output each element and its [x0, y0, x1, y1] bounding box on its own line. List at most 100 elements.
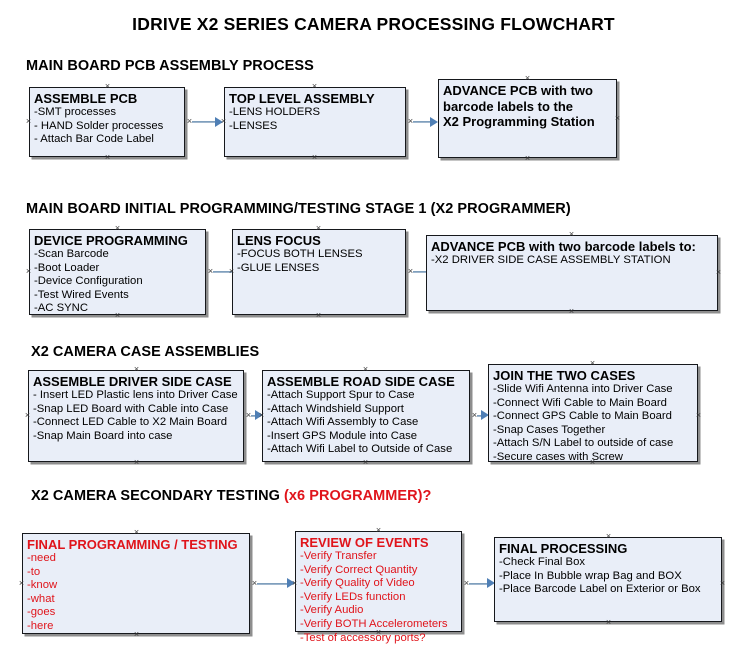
box-final-programming-testing[interactable]: FINAL PROGRAMMING / TESTING -need -to -k… [22, 533, 250, 634]
connection-handle[interactable] [375, 527, 382, 534]
box-assemble-pcb[interactable]: ASSEMBLE PCB -SMT processes - HAND Solde… [29, 87, 185, 157]
connection-handle[interactable] [362, 459, 369, 466]
box-line: -Snap Cases Together [493, 423, 606, 436]
connection-handle[interactable] [220, 118, 227, 125]
connection-handle[interactable] [24, 412, 31, 419]
connector-arrow [430, 117, 438, 127]
box-line: ADVANCE PCB with two [443, 83, 593, 98]
box-line: -goes [27, 606, 56, 619]
section-title-main-board-pcb-assembly: MAIN BOARD PCB ASSEMBLY PROCESS [26, 58, 314, 74]
section-title-text: MAIN BOARD PCB ASSEMBLY PROCESS [26, 58, 314, 74]
box-line: -Verify Quality of Video [300, 577, 415, 590]
box-line: -Check Final Box [499, 556, 586, 568]
box-line: -Connect LED Cable to X2 Main Board [33, 416, 228, 429]
box-line: -Verify BOTH Accelerometers [300, 617, 448, 630]
box-line: -Test of accessory ports? [300, 631, 426, 644]
box-heading: LENS FOCUS [237, 233, 321, 248]
connector-arrow [481, 410, 489, 420]
connection-handle[interactable] [315, 312, 322, 319]
connection-handle[interactable] [311, 154, 318, 161]
box-line: -Verify Correct Quantity [300, 563, 418, 576]
connection-handle[interactable] [258, 412, 265, 419]
box-line: -SMT processes [34, 106, 117, 118]
connection-handle[interactable] [114, 312, 121, 319]
connection-handle[interactable] [25, 268, 32, 275]
document-title: IDRIVE X2 SERIES CAMERA PROCESSING FLOWC… [132, 14, 615, 34]
box-line: -know [27, 579, 58, 592]
box-line: -Attach Windshield Support [267, 402, 404, 415]
box-heading: JOIN THE TWO CASES [493, 368, 636, 383]
connector-top-level-to-advance-pcb [413, 121, 434, 123]
box-heading: FINAL PROCESSING [499, 541, 628, 556]
box-final-processing[interactable]: FINAL PROCESSING -Check Final Box -Place… [494, 537, 722, 622]
box-top-level-assembly[interactable]: TOP LEVEL ASSEMBLY -LENS HOLDERS -LENSES [224, 87, 406, 157]
connector-assemble-pcb-to-top-level [192, 121, 219, 123]
box-line: - Attach Bar Code Label [34, 133, 154, 146]
connection-handle[interactable] [614, 115, 621, 122]
connection-handle[interactable] [375, 629, 382, 636]
connection-handle[interactable] [605, 619, 612, 626]
box-line: -GLUE LENSES [237, 261, 320, 274]
connection-handle[interactable] [133, 366, 140, 373]
box-line: - Insert LED Plastic lens into Driver Ca… [33, 389, 238, 401]
connection-handle[interactable] [104, 154, 111, 161]
box-line: -Snap LED Board with Cable into Case [33, 402, 229, 415]
connection-handle[interactable] [228, 268, 235, 275]
box-review-of-events[interactable]: REVIEW OF EVENTS -Verify Transfer -Verif… [295, 531, 462, 644]
connection-handle[interactable] [715, 269, 722, 276]
connection-handle[interactable] [311, 83, 318, 90]
section-title-main-board-initial-programming: MAIN BOARD INITIAL PROGRAMMING/TESTING S… [26, 201, 571, 217]
box-line: -LENS HOLDERS [229, 106, 321, 118]
connection-handle[interactable] [133, 631, 140, 638]
box-heading: REVIEW OF EVENTS [300, 535, 429, 550]
box-line: -Scan Barcode [34, 248, 109, 260]
connection-handle[interactable] [18, 580, 25, 587]
connection-handle[interactable] [568, 231, 575, 238]
connection-handle[interactable] [133, 459, 140, 466]
connector-final-programming-to-review-events [257, 583, 290, 585]
box-join-the-two-cases[interactable]: JOIN THE TWO CASES -Slide Wifi Antenna i… [488, 364, 698, 463]
box-line: -Snap Main Board into case [33, 429, 173, 442]
box-line: -FOCUS BOTH LENSES [237, 248, 363, 260]
connection-handle[interactable] [524, 75, 531, 82]
connection-handle[interactable] [695, 412, 702, 419]
connection-handle[interactable] [315, 225, 322, 232]
connection-handle[interactable] [291, 580, 298, 587]
box-line: -here [27, 619, 54, 632]
box-line: -Verify Audio [300, 604, 364, 617]
box-line: -Verify LEDs function [300, 590, 406, 603]
box-lens-focus[interactable]: LENS FOCUS -FOCUS BOTH LENSES -GLUE LENS… [232, 229, 406, 315]
box-line: -Attach Wifi Label to Outside of Case [267, 443, 453, 456]
connector-arrow [487, 578, 495, 588]
connection-handle[interactable] [719, 580, 726, 587]
section-title-x2-camera-case-assemblies: X2 CAMERA CASE ASSEMBLIES [31, 344, 259, 360]
connection-handle[interactable] [524, 155, 531, 162]
connection-handle[interactable] [589, 459, 596, 466]
connection-handle[interactable] [133, 529, 140, 536]
box-device-programming[interactable]: DEVICE PROGRAMMING -Scan Barcode -Boot L… [29, 229, 206, 315]
box-heading: ASSEMBLE ROAD SIDE CASE [267, 374, 455, 389]
box-line: X2 Programming Station [443, 114, 595, 130]
connection-handle[interactable] [568, 308, 575, 315]
connection-handle[interactable] [589, 360, 596, 367]
section-title-x2-camera-secondary-testing: X2 CAMERA SECONDARY TESTING (x6 PROGRAMM… [31, 488, 431, 504]
connector-review-events-to-final-processing [469, 583, 491, 585]
box-assemble-driver-side-case[interactable]: ASSEMBLE DRIVER SIDE CASE - Insert LED P… [28, 370, 244, 462]
connector-arrow [215, 117, 223, 127]
box-heading: ASSEMBLE PCB [34, 91, 138, 106]
box-line: -Slide Wifi Antenna into Driver Case [493, 383, 673, 395]
connection-handle[interactable] [605, 533, 612, 540]
box-heading: DEVICE PROGRAMMING [34, 233, 188, 248]
box-heading: TOP LEVEL ASSEMBLY [229, 91, 375, 106]
connection-handle[interactable] [362, 366, 369, 373]
connection-handle[interactable] [104, 83, 111, 90]
box-line: -Attach Support Spur to Case [267, 389, 415, 401]
box-line: -Place Barcode Label on Exterior or Box [499, 583, 701, 596]
box-advance-pcb-programming-station[interactable]: ADVANCE PCB with two barcode labels to t… [438, 79, 617, 158]
connection-handle[interactable] [25, 118, 32, 125]
box-advance-pcb-driver-side-case[interactable]: ADVANCE PCB with two barcode labels to: … [426, 235, 718, 311]
box-assemble-road-side-case[interactable]: ASSEMBLE ROAD SIDE CASE -Attach Support … [262, 370, 470, 462]
connection-handle[interactable] [114, 225, 121, 232]
box-line: -need [27, 552, 56, 564]
